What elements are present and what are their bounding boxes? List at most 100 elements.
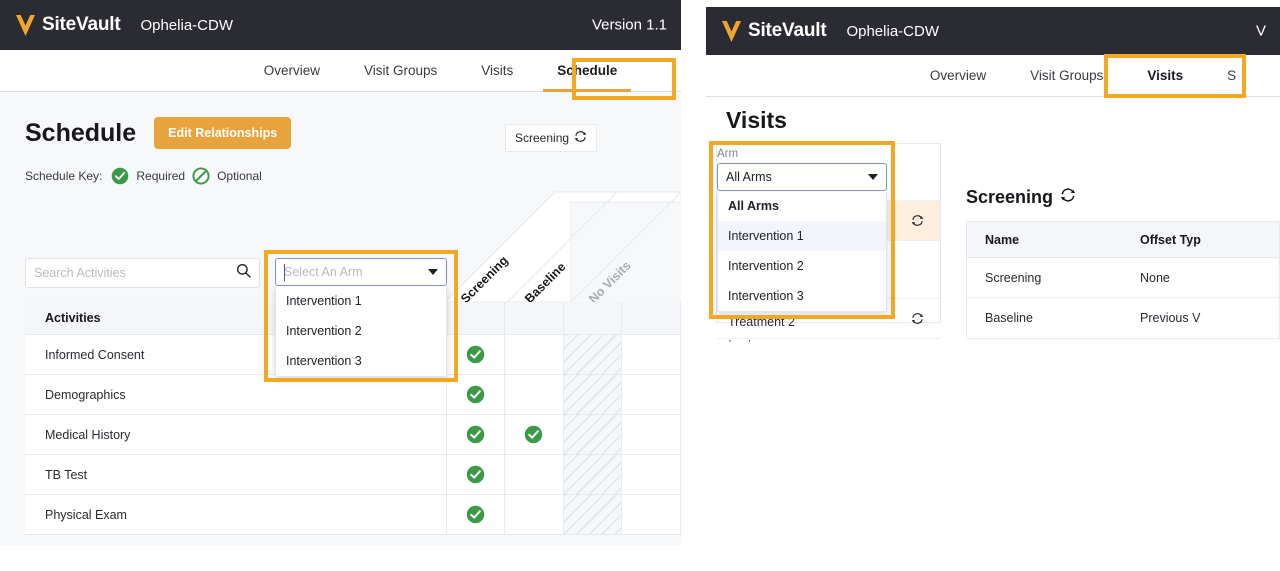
arm-option-intervention-1[interactable]: Intervention 1 bbox=[718, 221, 886, 251]
matrix-cell-extra[interactable] bbox=[622, 455, 681, 495]
study-name: Ophelia-CDW bbox=[846, 22, 939, 40]
matrix-cell-screening[interactable] bbox=[446, 495, 506, 535]
veeva-v-icon bbox=[16, 14, 35, 36]
arm-option-intervention-2[interactable]: Intervention 2 bbox=[728, 259, 804, 273]
arm-field-group: Arm All Arms All Arms Intervention 1 Int… bbox=[717, 148, 887, 312]
arm-field-value-text: All Arms bbox=[726, 170, 772, 184]
activity-name: Medical History bbox=[25, 415, 447, 455]
arm-field-select[interactable]: All Arms bbox=[717, 163, 887, 191]
check-circle-icon bbox=[466, 465, 485, 484]
schedule-key-optional-label: Optional bbox=[217, 169, 262, 183]
cycle-icon bbox=[1060, 187, 1076, 208]
table-row[interactable]: TB Test bbox=[25, 455, 681, 495]
arm-field-label: Arm bbox=[717, 148, 739, 160]
matrix-cell-baseline[interactable] bbox=[505, 415, 564, 455]
tab-visits[interactable]: Visits bbox=[481, 63, 514, 78]
matrix-cell-screening[interactable] bbox=[446, 455, 506, 495]
activity-name: TB Test bbox=[25, 455, 447, 495]
arm-select-placeholder: Select An Arm bbox=[284, 265, 363, 279]
table-row[interactable]: Screening None bbox=[967, 258, 1279, 298]
cell-offset-type: None bbox=[1140, 270, 1170, 285]
table-row[interactable]: Baseline Previous V bbox=[967, 298, 1279, 338]
check-circle-icon bbox=[466, 345, 485, 364]
table-row[interactable]: Medical History bbox=[25, 415, 681, 455]
list-item[interactable] bbox=[717, 299, 940, 339]
cycle-icon bbox=[574, 130, 587, 146]
visits-table: Name Offset Typ Screening None Baseline … bbox=[966, 221, 1280, 339]
cell-visit-name: Baseline bbox=[985, 311, 1033, 325]
matrix-cell-extra[interactable] bbox=[622, 375, 681, 415]
arm-option-intervention-3[interactable]: Intervention 3 bbox=[728, 289, 804, 303]
page-title: Visits bbox=[726, 107, 787, 133]
matrix-col-header-baseline bbox=[505, 302, 564, 335]
matrix-cell-no-visits bbox=[563, 455, 623, 495]
sitevault-logo[interactable]: SiteVault bbox=[16, 14, 121, 36]
cell-offset-type: Previous V bbox=[1140, 311, 1201, 325]
matrix-cell-baseline[interactable] bbox=[505, 335, 564, 375]
tab-visits[interactable]: Visits bbox=[1125, 55, 1205, 97]
matrix-cell-no-visits bbox=[563, 495, 623, 535]
left-top-header-bar: SiteVault Ophelia-CDW Version 1.1 bbox=[0, 0, 681, 50]
tab-overview[interactable]: Overview bbox=[263, 63, 320, 78]
matrix-cell-extra[interactable] bbox=[622, 415, 681, 455]
section-title-screening: Screening bbox=[966, 187, 1076, 208]
cycle-icon bbox=[911, 313, 924, 324]
matrix-cell-baseline[interactable] bbox=[505, 455, 564, 495]
tab-visit-groups[interactable]: Visit Groups bbox=[363, 63, 438, 78]
matrix-col-header-extra bbox=[622, 302, 681, 335]
tab-visit-groups[interactable]: Visit Groups bbox=[1030, 68, 1104, 83]
section-title-label: Screening bbox=[966, 187, 1054, 207]
visits-table-header-row: Name Offset Typ bbox=[967, 222, 1279, 258]
matrix-cell-no-visits bbox=[563, 335, 623, 375]
matrix-slant-header bbox=[445, 191, 681, 302]
check-circle-icon bbox=[525, 425, 543, 444]
matrix-cell-no-visits bbox=[563, 415, 623, 455]
matrix-cell-no-visits bbox=[563, 375, 623, 415]
sitevault-logo[interactable]: SiteVault bbox=[722, 20, 827, 42]
column-header-name: Name bbox=[985, 232, 1020, 247]
matrix-cell-screening[interactable] bbox=[446, 375, 506, 415]
chevron-down-icon bbox=[428, 269, 438, 275]
matrix-cell-baseline[interactable] bbox=[505, 375, 564, 415]
chevron-down-icon bbox=[868, 174, 878, 180]
screening-visit-tag[interactable]: Screening bbox=[505, 124, 598, 152]
matrix-cell-screening[interactable] bbox=[446, 335, 506, 375]
right-tab-strip: Overview Visit Groups Visits S bbox=[706, 55, 1280, 97]
arm-option-intervention-3[interactable]: Intervention 3 bbox=[286, 354, 362, 368]
check-circle-icon bbox=[466, 425, 485, 444]
arm-option-intervention-1[interactable]: Intervention 1 bbox=[286, 294, 362, 308]
matrix-col-header-screening bbox=[446, 302, 506, 335]
clipped-text-dots: · · bbox=[728, 333, 758, 347]
tab-overview[interactable]: Overview bbox=[929, 68, 987, 83]
right-top-header-bar: SiteVault Ophelia-CDW V bbox=[706, 7, 1280, 55]
page-title: Schedule bbox=[25, 118, 137, 147]
schedule-key-required-label: Required bbox=[136, 169, 186, 183]
search-activities-input[interactable]: Search Activities bbox=[25, 258, 260, 288]
arm-select[interactable]: Select An Arm bbox=[275, 258, 447, 286]
matrix-col-header-no-visits bbox=[563, 302, 623, 335]
table-row[interactable]: Physical Exam bbox=[25, 495, 681, 535]
check-circle-icon bbox=[466, 385, 485, 404]
schedule-key-label: Schedule Key: bbox=[25, 169, 103, 183]
search-activities-placeholder: Search Activities bbox=[34, 266, 126, 280]
activity-name: Demographics bbox=[25, 375, 447, 415]
cell-visit-name: Screening bbox=[985, 270, 1042, 285]
arm-select-group: Select An Arm Intervention 1 Interventio… bbox=[275, 258, 447, 377]
matrix-cell-extra[interactable] bbox=[622, 335, 681, 375]
left-page-body: Schedule Edit Relationships Schedule Key… bbox=[0, 92, 681, 545]
right-app-window: SiteVault Ophelia-CDW V Overview Visit G… bbox=[706, 7, 1280, 357]
table-row[interactable]: Demographics bbox=[25, 375, 681, 415]
tab-schedule[interactable]: Schedule bbox=[535, 50, 639, 92]
matrix-cell-screening[interactable] bbox=[446, 415, 506, 455]
tab-schedule-clipped[interactable]: S bbox=[1227, 68, 1237, 83]
text-cursor bbox=[284, 264, 285, 281]
edit-relationships-button[interactable]: Edit Relationships bbox=[154, 117, 292, 149]
column-header-offset-type: Offset Typ bbox=[1140, 232, 1201, 247]
list-item-label-clipped: Treatment 2 bbox=[728, 315, 795, 329]
matrix-cell-baseline[interactable] bbox=[505, 495, 564, 535]
arm-option-all-arms[interactable]: All Arms bbox=[728, 199, 779, 213]
arm-option-intervention-2[interactable]: Intervention 2 bbox=[286, 324, 362, 338]
matrix-cell-extra[interactable] bbox=[622, 495, 681, 535]
logo-text: SiteVault bbox=[748, 20, 827, 41]
